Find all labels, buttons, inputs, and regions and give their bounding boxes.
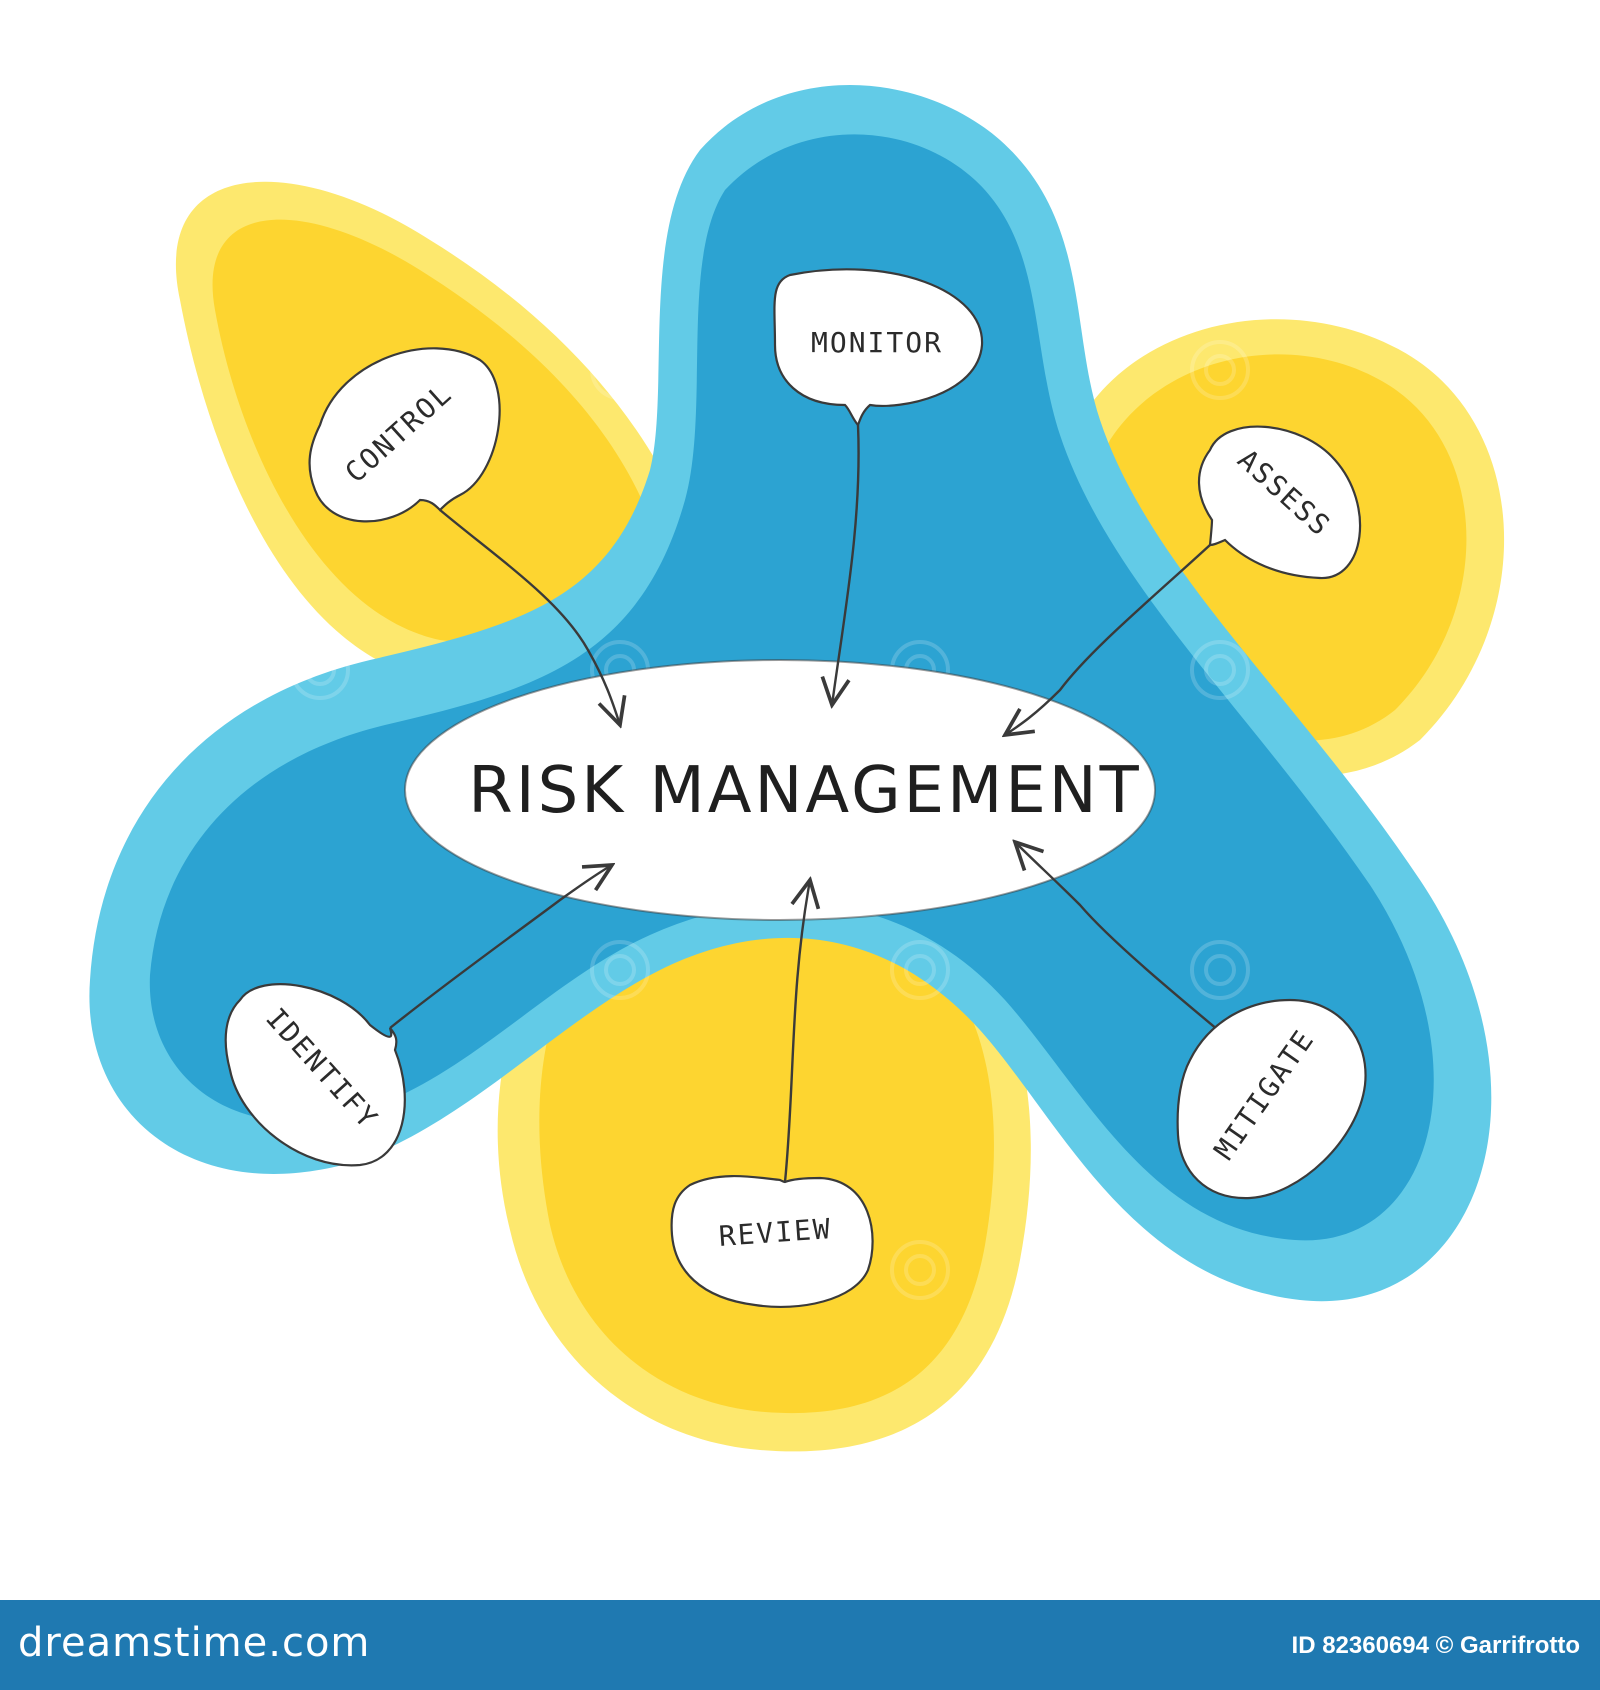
- node-label-review: REVIEW: [718, 1212, 833, 1253]
- footer-bar: dreamstime.com ID 82360694 © Garrifrotto: [0, 1600, 1600, 1690]
- center-ellipse: [404, 659, 1156, 921]
- image-credit: ID 82360694 © Garrifrotto: [1291, 1632, 1580, 1659]
- node-identify: IDENTIFY: [224, 983, 406, 1167]
- brand-name[interactable]: dreamstime.com: [18, 1620, 371, 1666]
- node-monitor: MONITOR: [773, 268, 984, 428]
- arrow-monitor: [832, 424, 860, 705]
- bubble-review-shape: [670, 1175, 874, 1309]
- node-mitigate: MITIGATE: [1176, 998, 1367, 1200]
- bubble-monitor-shape: [773, 268, 984, 428]
- petal-bottom-inner: [539, 909, 994, 1414]
- bubble-mitigate-shape: [1176, 998, 1367, 1200]
- arrow-mitigate: [1015, 842, 1231, 1041]
- watermark-swirls: [290, 340, 1250, 1300]
- bubble-assess-shape: [1197, 425, 1362, 580]
- center-node: RISK MANAGEMENT: [404, 659, 1156, 921]
- arrow-identify: [389, 865, 612, 1029]
- arrow-assess: [1005, 544, 1211, 735]
- bubble-identify-shape: [224, 983, 406, 1167]
- node-control: CONTROL: [308, 347, 501, 523]
- node-bubbles: MONITOR CONTROL ASSESS IDENTIFY REVIEW M…: [224, 268, 1367, 1309]
- center-label: RISK MANAGEMENT: [468, 754, 1141, 828]
- node-label-monitor: MONITOR: [811, 326, 943, 359]
- connectors: [389, 424, 1231, 1183]
- risk-management-diagram: RISK MANAGEMENT MONITOR CONTROL ASSESS I…: [89, 85, 1505, 1452]
- bubble-control-shape: [308, 347, 501, 523]
- node-review: REVIEW: [670, 1175, 874, 1309]
- node-assess: ASSESS: [1197, 425, 1362, 580]
- arrow-control: [439, 509, 620, 725]
- arrow-review: [783, 880, 810, 1183]
